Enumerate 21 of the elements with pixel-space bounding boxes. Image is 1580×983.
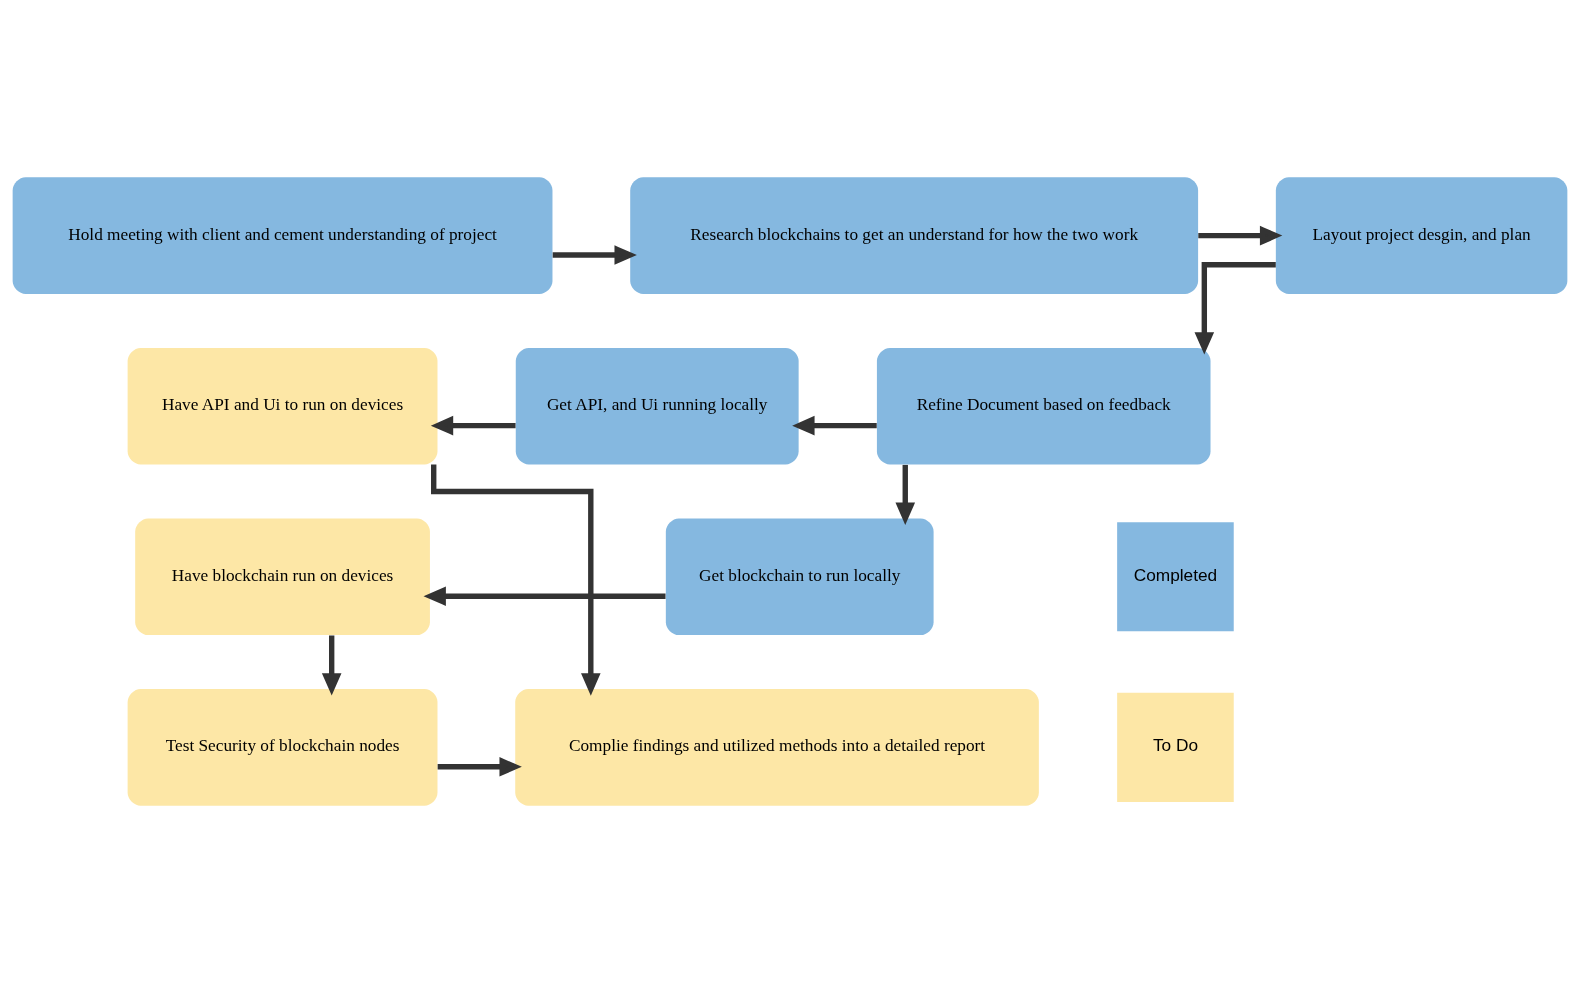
- node-box: Have blockchain run on devices: [135, 518, 430, 636]
- arrow: [437, 757, 522, 777]
- legend-label: To Do: [1152, 735, 1198, 756]
- node-box: Refine Document based on feedback: [876, 347, 1211, 465]
- node-box: Complie findings and utilized methods into a detailed report: [515, 689, 1039, 806]
- node-box: Research blockchains to get an understand for how the two work: [630, 177, 1199, 294]
- arrow: [423, 586, 666, 607]
- node-box: Have API and Ui to run on devices: [127, 347, 438, 465]
- node-box: Layout project desgin, and plan: [1275, 177, 1568, 294]
- node-box: Test Security of blockchain nodes: [127, 689, 438, 806]
- arrow: [895, 464, 916, 525]
- arrow: [552, 245, 637, 265]
- arrow: [1194, 262, 1276, 355]
- legend-label: Completed: [1133, 564, 1218, 585]
- arrow: [1198, 225, 1283, 246]
- arrow: [430, 415, 516, 436]
- arrow: [792, 415, 877, 436]
- node-box: Get API, and Ui running locally: [515, 347, 799, 465]
- node-box: Hold meeting with client and cement understanding of project: [12, 177, 553, 294]
- node-box: Get blockchain to run locally: [665, 518, 934, 636]
- arrow: [321, 635, 342, 696]
